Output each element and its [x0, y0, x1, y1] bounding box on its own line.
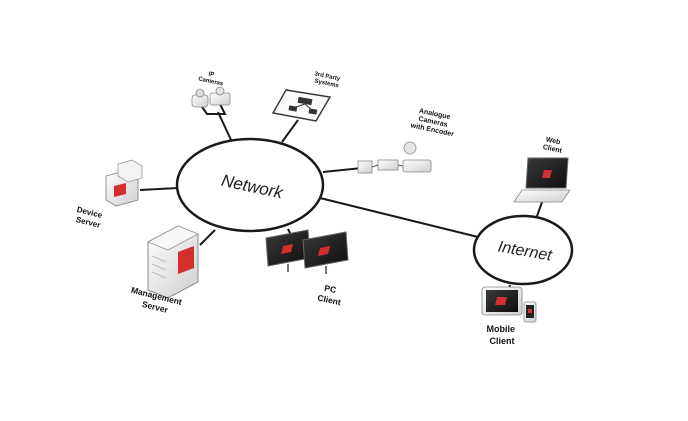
link-analogue [322, 167, 363, 173]
management-server-device [147, 225, 199, 299]
pc-client-device [265, 229, 349, 274]
ip-cameras-label: IP Cameras [198, 70, 226, 88]
link-ip-cameras-branch [199, 103, 227, 115]
pc-client-label: PC Client [317, 282, 345, 307]
link-ip-cameras [217, 111, 233, 143]
third-party-device [271, 89, 332, 122]
third-party-label: 3rd Party Systems [312, 71, 342, 89]
link-network-internet [319, 197, 479, 238]
link-management-server [199, 229, 216, 246]
link-3rd-party [281, 119, 299, 143]
network-hub: Network [175, 137, 325, 233]
analogue-device [357, 141, 432, 174]
device-server-device [105, 159, 143, 207]
web-client-label: Web Client [542, 136, 565, 155]
device-server-label: Device Server [73, 205, 105, 230]
web-client-device [513, 157, 571, 203]
mobile-client-device [481, 286, 537, 323]
link-device-server [139, 187, 179, 191]
mobile-client-label: Mobile Client [486, 324, 517, 346]
internet-hub: Internet [472, 214, 574, 286]
analogue-label: Analogue Cameras with Encoder [409, 106, 458, 138]
ip-cameras-device [191, 86, 231, 108]
